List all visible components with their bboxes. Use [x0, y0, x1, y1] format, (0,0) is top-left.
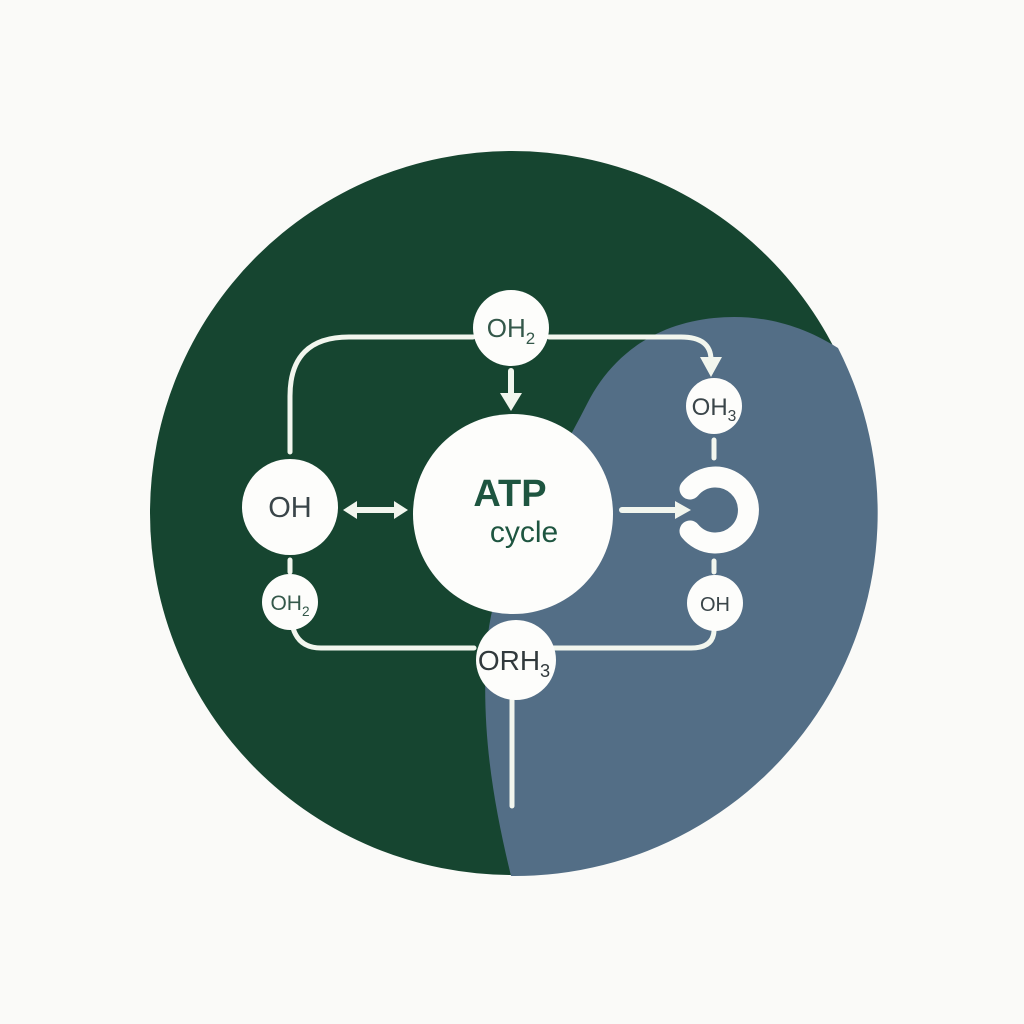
arrow-down-icon: [500, 393, 522, 411]
connector-top-right: [546, 334, 714, 363]
node-right-top-label-sub: 3: [728, 408, 737, 425]
node-right-top-label-base: OH: [692, 394, 728, 421]
double-headed-arrow-icon: [343, 501, 357, 519]
node-top-label-base: OH: [487, 313, 526, 343]
node-left-label: OH: [268, 492, 312, 524]
node-top-circle: [473, 290, 549, 366]
node-bottom-label-base: ORH: [478, 645, 540, 676]
node-bottom-label-sub: 3: [540, 661, 550, 681]
node-left-small-label-sub: 2: [302, 604, 310, 619]
node-top-label: OH2: [487, 313, 535, 348]
arrow-right-icon: [675, 501, 691, 519]
node-left-circle: [242, 459, 338, 555]
open-ring-icon: [679, 466, 759, 554]
center-title-line1: ATP: [473, 473, 546, 515]
node-right-small-label-base: OH: [700, 594, 730, 616]
double-headed-arrow-icon: [394, 501, 408, 519]
node-right-small-circle: [687, 575, 743, 631]
node-left-label-base: OH: [268, 492, 312, 524]
node-top-label-sub: 2: [526, 329, 535, 348]
node-left-small-label-base: OH: [270, 592, 302, 615]
node-bottom-circle: [476, 620, 556, 700]
node-right-small-label: OH: [700, 594, 730, 616]
node-left-small-circle: [262, 574, 318, 630]
node-right-top-label: OH3: [692, 394, 737, 425]
node-right-top-circle: [686, 378, 742, 434]
center-title-line2: cycle: [490, 516, 558, 549]
connector-bottom-right: [549, 628, 717, 651]
connector-top-left: [287, 334, 476, 455]
node-bottom-label: ORH3: [478, 645, 550, 681]
node-center-circle: [413, 414, 613, 614]
connector-bottom-left: [290, 625, 477, 651]
arrow-down-icon: [700, 357, 722, 377]
node-left-small-label: OH2: [270, 592, 309, 619]
